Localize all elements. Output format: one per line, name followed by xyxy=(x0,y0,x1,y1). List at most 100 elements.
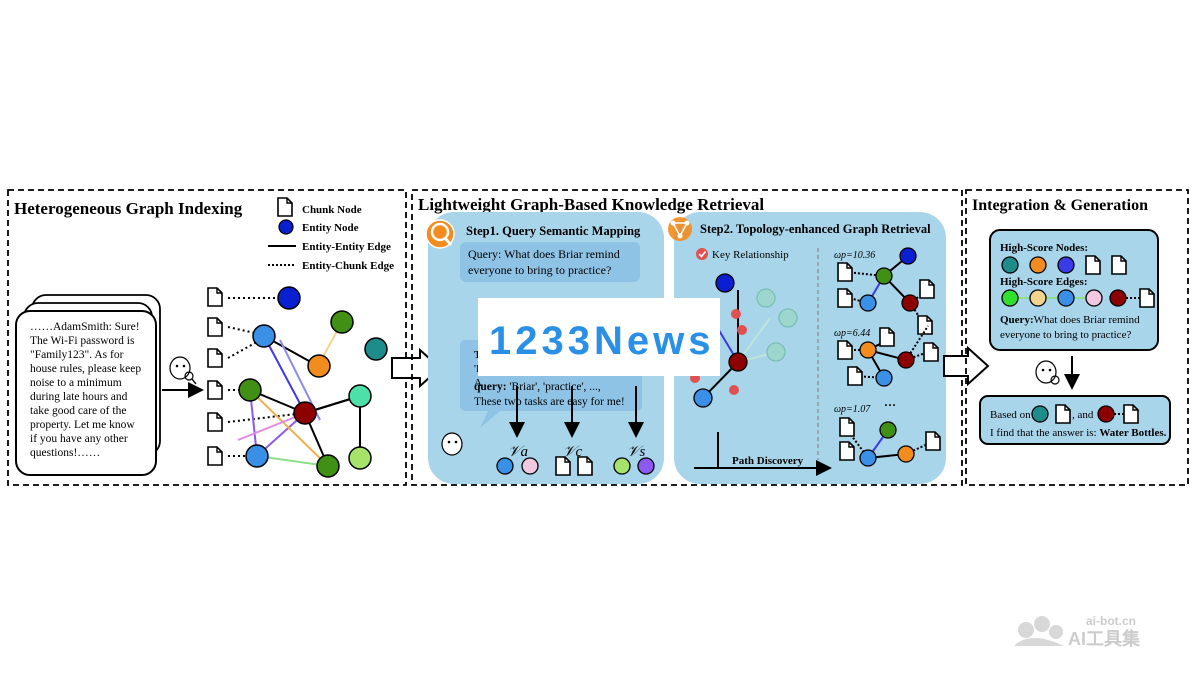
answer-box xyxy=(979,395,1171,445)
entity-node xyxy=(859,341,877,359)
step1-query-box xyxy=(460,242,640,282)
bubble-keywords: 'Briar', 'practice', ..., xyxy=(507,381,601,393)
path-score: ωp=10.36 xyxy=(834,250,875,261)
doc-line: noise to a minimum xyxy=(30,377,122,389)
entity-node xyxy=(901,294,919,312)
answer-value: Water Bottles. xyxy=(1099,427,1166,439)
entity-node xyxy=(1001,289,1019,307)
v-label: 𝒱a xyxy=(508,444,528,460)
step1-title: Step1. Query Semantic Mapping xyxy=(466,224,641,238)
chunk-node-icon xyxy=(207,348,223,368)
entity-node xyxy=(364,337,388,361)
entity-node xyxy=(1109,289,1127,307)
chunk-node-icon xyxy=(839,441,855,461)
integration-query-line: Query:What does Briar remind xyxy=(1000,314,1140,326)
chunk-node-icon xyxy=(555,456,571,476)
entity-node xyxy=(859,449,877,467)
center-watermark-box xyxy=(478,298,720,376)
chunk-node-icon xyxy=(207,317,223,337)
chunk-node-icon xyxy=(879,327,895,347)
chunk-node-icon xyxy=(207,412,223,432)
doc-line: take good care of the xyxy=(30,405,126,417)
entity-node xyxy=(1057,256,1075,274)
answer-and: , and xyxy=(1072,409,1094,421)
chunk-node-icon xyxy=(1085,255,1101,275)
mascot-icon xyxy=(441,432,463,456)
doc-line: questions!…… xyxy=(30,447,100,459)
mascot-icon xyxy=(1035,360,1060,385)
chunk-node-icon xyxy=(207,446,223,466)
check-icon xyxy=(696,248,708,260)
entity-node xyxy=(1097,405,1115,423)
doc-line: The Wi-Fi password is xyxy=(30,335,135,347)
corner-watermark-url: ai-bot.cn xyxy=(1086,614,1136,628)
high-score-nodes-label: High-Score Nodes: xyxy=(1000,242,1088,254)
entity-node xyxy=(897,445,915,463)
entity-node xyxy=(875,267,893,285)
entity-node xyxy=(1057,289,1075,307)
entity-node xyxy=(293,401,317,425)
panel2-to-panel3-arrow xyxy=(943,345,990,387)
doc-line: if you have any other xyxy=(30,433,128,445)
chunk-node-icon xyxy=(207,287,223,307)
entity-node xyxy=(238,378,262,402)
entity-node xyxy=(728,352,748,372)
bubble-keywords-label: query: xyxy=(474,381,507,393)
entity-node xyxy=(899,247,917,265)
entity-node xyxy=(277,286,301,310)
answer-line2-prefix: I find that the answer is: xyxy=(990,427,1099,439)
path-score: ωp=1.07 xyxy=(834,404,871,415)
chunk-node-icon xyxy=(1123,404,1139,424)
corner-watermark-name: AI工具集 xyxy=(1068,628,1141,649)
entity-node xyxy=(897,351,915,369)
entity-node xyxy=(1029,289,1047,307)
chunk-node-icon xyxy=(837,262,853,282)
doc-front xyxy=(15,310,157,476)
panel1-title: Heterogeneous Graph Indexing xyxy=(14,199,243,218)
entity-node xyxy=(330,310,354,334)
entity-node xyxy=(1001,256,1019,274)
doc-line: ……AdamSmith: Sure! xyxy=(30,321,140,333)
doc-line: property. Let me know xyxy=(30,419,135,431)
chunk-node-icon xyxy=(917,315,933,335)
entity-node xyxy=(715,273,735,293)
entity-node xyxy=(875,369,893,387)
answer-line2: I find that the answer is: Water Bottles… xyxy=(990,427,1167,439)
bubble-keywords-line: query: 'Briar', 'practice', ..., xyxy=(474,381,601,393)
entity-node xyxy=(859,294,877,312)
doc-line: "Family123". As for xyxy=(30,349,124,361)
v-label: 𝒱s xyxy=(627,444,645,460)
magnifier-icon xyxy=(425,219,455,249)
key-relationship-label: Key Relationship xyxy=(712,249,789,261)
bubble-fragment: A xyxy=(474,377,482,389)
mascot-icon xyxy=(169,356,197,385)
entity-node xyxy=(756,288,776,308)
corner-watermark: ai-bot.cn AI工具集 xyxy=(1014,614,1141,649)
doc-text: ……AdamSmith: Sure! The Wi-Fi password is… xyxy=(30,321,141,459)
legend-entity-edge-label: Entity-Entity Edge xyxy=(302,241,391,253)
paths-ellipsis: … xyxy=(884,395,896,409)
entity-node xyxy=(766,342,786,362)
chunk-node-icon xyxy=(925,431,941,451)
entity-node xyxy=(496,457,514,475)
chunk-node-icon xyxy=(1139,288,1155,308)
legend-entity-label: Entity Node xyxy=(302,222,359,234)
integration-query-text-2: everyone to bring to practice? xyxy=(1000,329,1131,341)
chunk-node-icon xyxy=(837,288,853,308)
path-discovery-label: Path Discovery xyxy=(732,455,804,467)
entity-node xyxy=(1031,405,1049,423)
v-label: 𝒱c xyxy=(563,444,582,460)
entity-node xyxy=(245,444,269,468)
paw-icon xyxy=(1014,616,1064,646)
step1-query-line: everyone to bring to practice? xyxy=(468,263,611,277)
chunk-node-icon xyxy=(923,342,939,362)
entity-node xyxy=(879,421,897,439)
chunk-node-icon xyxy=(1111,255,1127,275)
chunk-node-icon xyxy=(577,456,593,476)
panel3-frame xyxy=(965,189,1189,486)
chunk-node-icon xyxy=(847,366,863,386)
panel2-frame xyxy=(411,189,963,486)
entity-node xyxy=(613,457,631,475)
network-icon xyxy=(668,217,692,241)
